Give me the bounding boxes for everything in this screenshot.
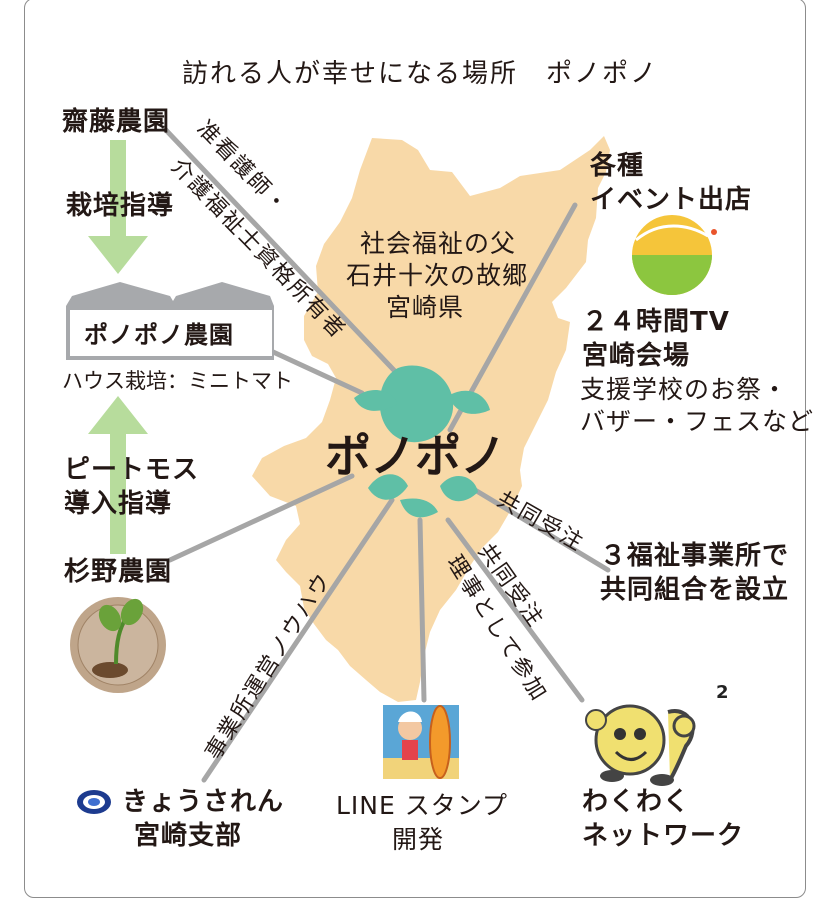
line-sugino-farm bbox=[167, 473, 355, 563]
arrow-down-head bbox=[88, 236, 148, 274]
farm-seal-icon bbox=[70, 597, 166, 693]
kyousaren-logo-icon bbox=[77, 790, 111, 814]
three-welfare-label-2: 共同組合を設立 bbox=[600, 575, 790, 605]
arrow-up-head bbox=[88, 396, 148, 434]
wakuwaku-mascot-icon: 2 bbox=[585, 682, 729, 786]
line-stamp-label-2: 開発 bbox=[392, 825, 445, 854]
saito-farm-label: 齋藤農園 bbox=[62, 107, 171, 137]
three-welfare-label-1: ３福祉事業所で bbox=[600, 541, 790, 571]
welfare-father-label-1: 社会福祉の父 bbox=[360, 229, 517, 258]
tv24-label-2: 宮崎会場 bbox=[582, 341, 691, 371]
arrow-down-shaft bbox=[110, 140, 126, 240]
frame-border bbox=[24, 0, 806, 898]
line-saito-farm bbox=[161, 125, 411, 388]
pono-farm-label: ポノポノ農園 bbox=[84, 321, 234, 349]
welfare-father-label-2: 石井十次の故郷 bbox=[346, 261, 529, 290]
24h-tv-logo-icon bbox=[632, 215, 717, 295]
svg-text:2: 2 bbox=[716, 682, 729, 703]
surfer-stamp-icon bbox=[383, 705, 459, 779]
arrow-up-shaft bbox=[110, 430, 126, 554]
line-line-stamp bbox=[417, 517, 427, 703]
line-wakuwaku bbox=[445, 517, 585, 703]
line-three-welfare bbox=[472, 487, 611, 573]
peat-moss-label-1: ピートモス bbox=[64, 455, 200, 485]
events-label-1: 各種 bbox=[590, 151, 645, 181]
line-pono-farm bbox=[255, 342, 365, 396]
welfare-father-label-3: 宮崎県 bbox=[386, 293, 465, 322]
school-label-2: バザー・フェスなど bbox=[580, 407, 815, 436]
peat-moss-label-2: 導入指導 bbox=[64, 489, 173, 519]
house-cultivation-label: ハウス栽培：ミニトマト bbox=[62, 369, 293, 393]
line-kyousaren bbox=[201, 497, 395, 783]
sugino-farm-label: 杉野農園 bbox=[64, 557, 173, 587]
wakuwaku-label-1: わくわく bbox=[582, 787, 691, 817]
tv24-label-1: ２４時間TV bbox=[582, 307, 730, 337]
center-logo-text: ポノポノ bbox=[325, 429, 506, 483]
cultivation-guidance-label: 栽培指導 bbox=[66, 191, 175, 221]
line-stamp-label-1: LINE スタンプ bbox=[336, 791, 508, 820]
turtle-logo-icon bbox=[354, 365, 490, 518]
wakuwaku-label-2: ネットワーク bbox=[582, 821, 745, 851]
greenhouse-icon bbox=[66, 282, 274, 360]
events-label-2: イベント出店 bbox=[590, 185, 753, 215]
page-title: 訪れる人が幸せになる場所 ポノポノ bbox=[182, 59, 659, 89]
kyousaren-label-2: 宮崎支部 bbox=[134, 821, 243, 851]
kyousaren-label-1: きょうされん bbox=[122, 787, 285, 817]
green-arrows bbox=[88, 140, 148, 554]
school-label-1: 支援学校のお祭・ bbox=[580, 375, 789, 404]
